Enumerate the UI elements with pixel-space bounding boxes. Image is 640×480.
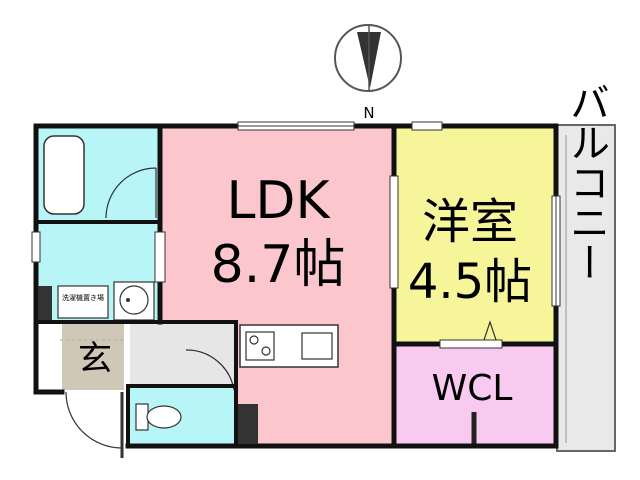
bathtub-icon xyxy=(43,135,85,215)
corridor xyxy=(130,323,236,385)
stove-icon xyxy=(245,331,275,361)
western-room xyxy=(396,128,554,342)
entrance-label: 玄 xyxy=(78,339,112,379)
interior-doors xyxy=(154,175,503,349)
laundry-space xyxy=(57,285,109,319)
western-room-name: 洋室 xyxy=(422,194,518,250)
kitchen-counter xyxy=(239,324,339,368)
toilet-icon xyxy=(135,403,182,431)
ldk-name: LDK xyxy=(226,171,331,231)
wcl-label: WCL xyxy=(432,368,513,409)
pillar xyxy=(238,404,258,444)
western-room-size: 4.5帖 xyxy=(408,254,532,310)
laundry-label: 洗濯機置き場 xyxy=(62,293,104,302)
balcony xyxy=(556,124,616,452)
compass-north-label: N xyxy=(363,104,374,122)
ldk-size: 8.7帖 xyxy=(211,235,346,295)
pillar xyxy=(38,286,52,320)
entrance xyxy=(62,324,124,390)
balcony-label: バルコニー xyxy=(563,82,609,282)
compass: N xyxy=(334,24,402,122)
sink-icon xyxy=(301,332,333,360)
windows xyxy=(31,121,561,307)
